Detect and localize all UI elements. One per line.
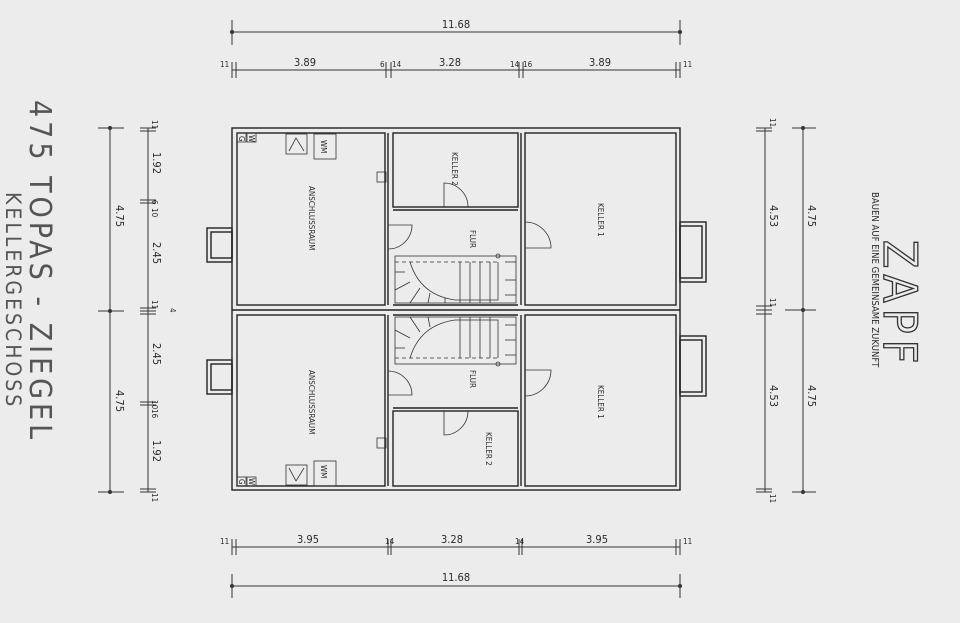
dim-label: 4.75 <box>805 385 818 407</box>
dim-label: 1.92 <box>150 152 163 174</box>
bottom-dimensions: 11 3.95 14 3.28 14 3.95 11 11.68 <box>220 533 692 598</box>
logo-tagline: BAUEN AUF EINE GEMEINSAME ZUKUNFT <box>869 192 880 368</box>
dim-label: 6 <box>380 60 385 69</box>
unit-top: G W WM ANSCHLUSSRAUM KELLER 2 FLUR KELLE… <box>236 132 677 306</box>
room-label: ANSCHLUSSRAUM <box>307 186 316 250</box>
dim-label: 3.89 <box>589 56 611 69</box>
fixture-label: W <box>247 478 256 485</box>
dim-label: 16 <box>150 409 159 419</box>
unit-bottom: G W WM ANSCHLUSSRAUM KELLER 2 FLUR KELLE… <box>236 314 677 487</box>
room-keller-1 <box>524 132 677 306</box>
building-walls <box>206 127 707 491</box>
plan-title: 475 TOPAS - ZIEGEL KELLERGESCHOSS <box>1 100 57 443</box>
door-icon <box>524 369 552 397</box>
washing-machine-icon <box>313 460 337 487</box>
staircase-icon <box>394 253 517 304</box>
fixture-label: G <box>237 136 246 142</box>
room-anschlussraum <box>236 132 386 306</box>
fixture-label: WM <box>319 465 328 478</box>
room-keller-2 <box>392 132 519 208</box>
dim-label: 14 <box>515 537 525 546</box>
top-total-dim: 11.68 <box>442 18 470 31</box>
dim-label: 3.28 <box>441 533 463 546</box>
gas-meter-icon <box>236 476 247 487</box>
dim-label: 4.53 <box>767 205 780 227</box>
dim-label: 3.95 <box>586 533 608 546</box>
electrical-panel-icon <box>376 437 387 449</box>
dim-label: 11 <box>683 537 692 546</box>
electrical-panel-icon <box>376 171 387 183</box>
dim-label: 3.89 <box>294 56 316 69</box>
dim-label: 11 <box>220 537 229 546</box>
dim-label: 1.92 <box>150 440 163 462</box>
dim-label: 14 <box>510 60 520 69</box>
room-label: KELLER 2 <box>484 432 493 466</box>
bottom-total-dim: 11.68 <box>442 571 470 584</box>
gas-meter-icon <box>236 132 247 143</box>
room-label: KELLER 2 <box>450 152 459 186</box>
dim-label: 11 <box>768 298 777 307</box>
room-keller-2 <box>392 410 519 487</box>
water-meter-icon <box>246 476 257 487</box>
top-dimensions: 11.68 11 3.89 6 14 3.28 14 16 3.89 11 <box>220 18 692 78</box>
door-icon <box>443 182 469 208</box>
dim-label: 4 <box>168 308 177 313</box>
dim-label: 14 <box>392 60 402 69</box>
dim-label: 11 <box>768 118 777 127</box>
logo-brand: ZAPF <box>873 240 927 369</box>
room-label: FLUR <box>468 370 477 388</box>
dim-label: 3.95 <box>297 533 319 546</box>
dim-label: 11 <box>220 60 229 69</box>
left-dimensions: 4.75 4.75 11 1.92 6 10 2.45 11 4 2.45 10… <box>98 120 177 502</box>
dim-label: 10 <box>150 208 159 218</box>
dim-label: 2.45 <box>150 343 163 365</box>
fixture-label: W <box>247 135 256 142</box>
heater-icon <box>285 133 308 155</box>
dim-label: 10 <box>150 400 159 410</box>
washing-machine-icon <box>313 133 337 160</box>
dim-label: 2.45 <box>150 242 163 264</box>
dim-label: 11 <box>683 60 692 69</box>
dim-label: 3.28 <box>439 56 461 69</box>
dim-label: 4.75 <box>113 205 126 227</box>
dim-label: 6 <box>150 200 159 205</box>
dim-label: 4.75 <box>805 205 818 227</box>
door-icon <box>387 224 413 250</box>
water-meter-icon <box>246 132 257 143</box>
fixture-label: WM <box>319 140 328 153</box>
room-label: FLUR <box>468 230 477 248</box>
dim-label: 16 <box>523 60 533 69</box>
dim-label: 14 <box>385 537 395 546</box>
room-label: ANSCHLUSSRAUM <box>307 370 316 434</box>
right-dimensions: 11 11 11 4.53 4.53 4.75 4.75 <box>756 118 818 503</box>
fixture-label: G <box>237 479 246 485</box>
door-icon <box>443 410 469 436</box>
dim-label: 11 <box>150 120 159 129</box>
dim-label: 4.53 <box>767 385 780 407</box>
title-line2: KELLERGESCHOSS <box>1 192 25 409</box>
dim-label: 11 <box>150 300 159 309</box>
door-icon <box>524 221 552 249</box>
door-icon <box>387 370 413 396</box>
room-label: KELLER 1 <box>596 385 605 419</box>
zapf-logo: ZAPF BAUEN AUF EINE GEMEINSAME ZUKUNFT <box>869 192 928 370</box>
room-keller-1 <box>524 314 677 487</box>
dim-label: 4.75 <box>113 390 126 412</box>
dim-label: 11 <box>150 493 159 502</box>
heater-icon <box>285 464 308 486</box>
dim-label: 11 <box>768 494 777 503</box>
staircase-icon <box>394 316 517 367</box>
title-line1: 475 TOPAS - ZIEGEL <box>22 100 57 443</box>
room-label: KELLER 1 <box>596 203 605 237</box>
room-anschlussraum <box>236 314 386 487</box>
